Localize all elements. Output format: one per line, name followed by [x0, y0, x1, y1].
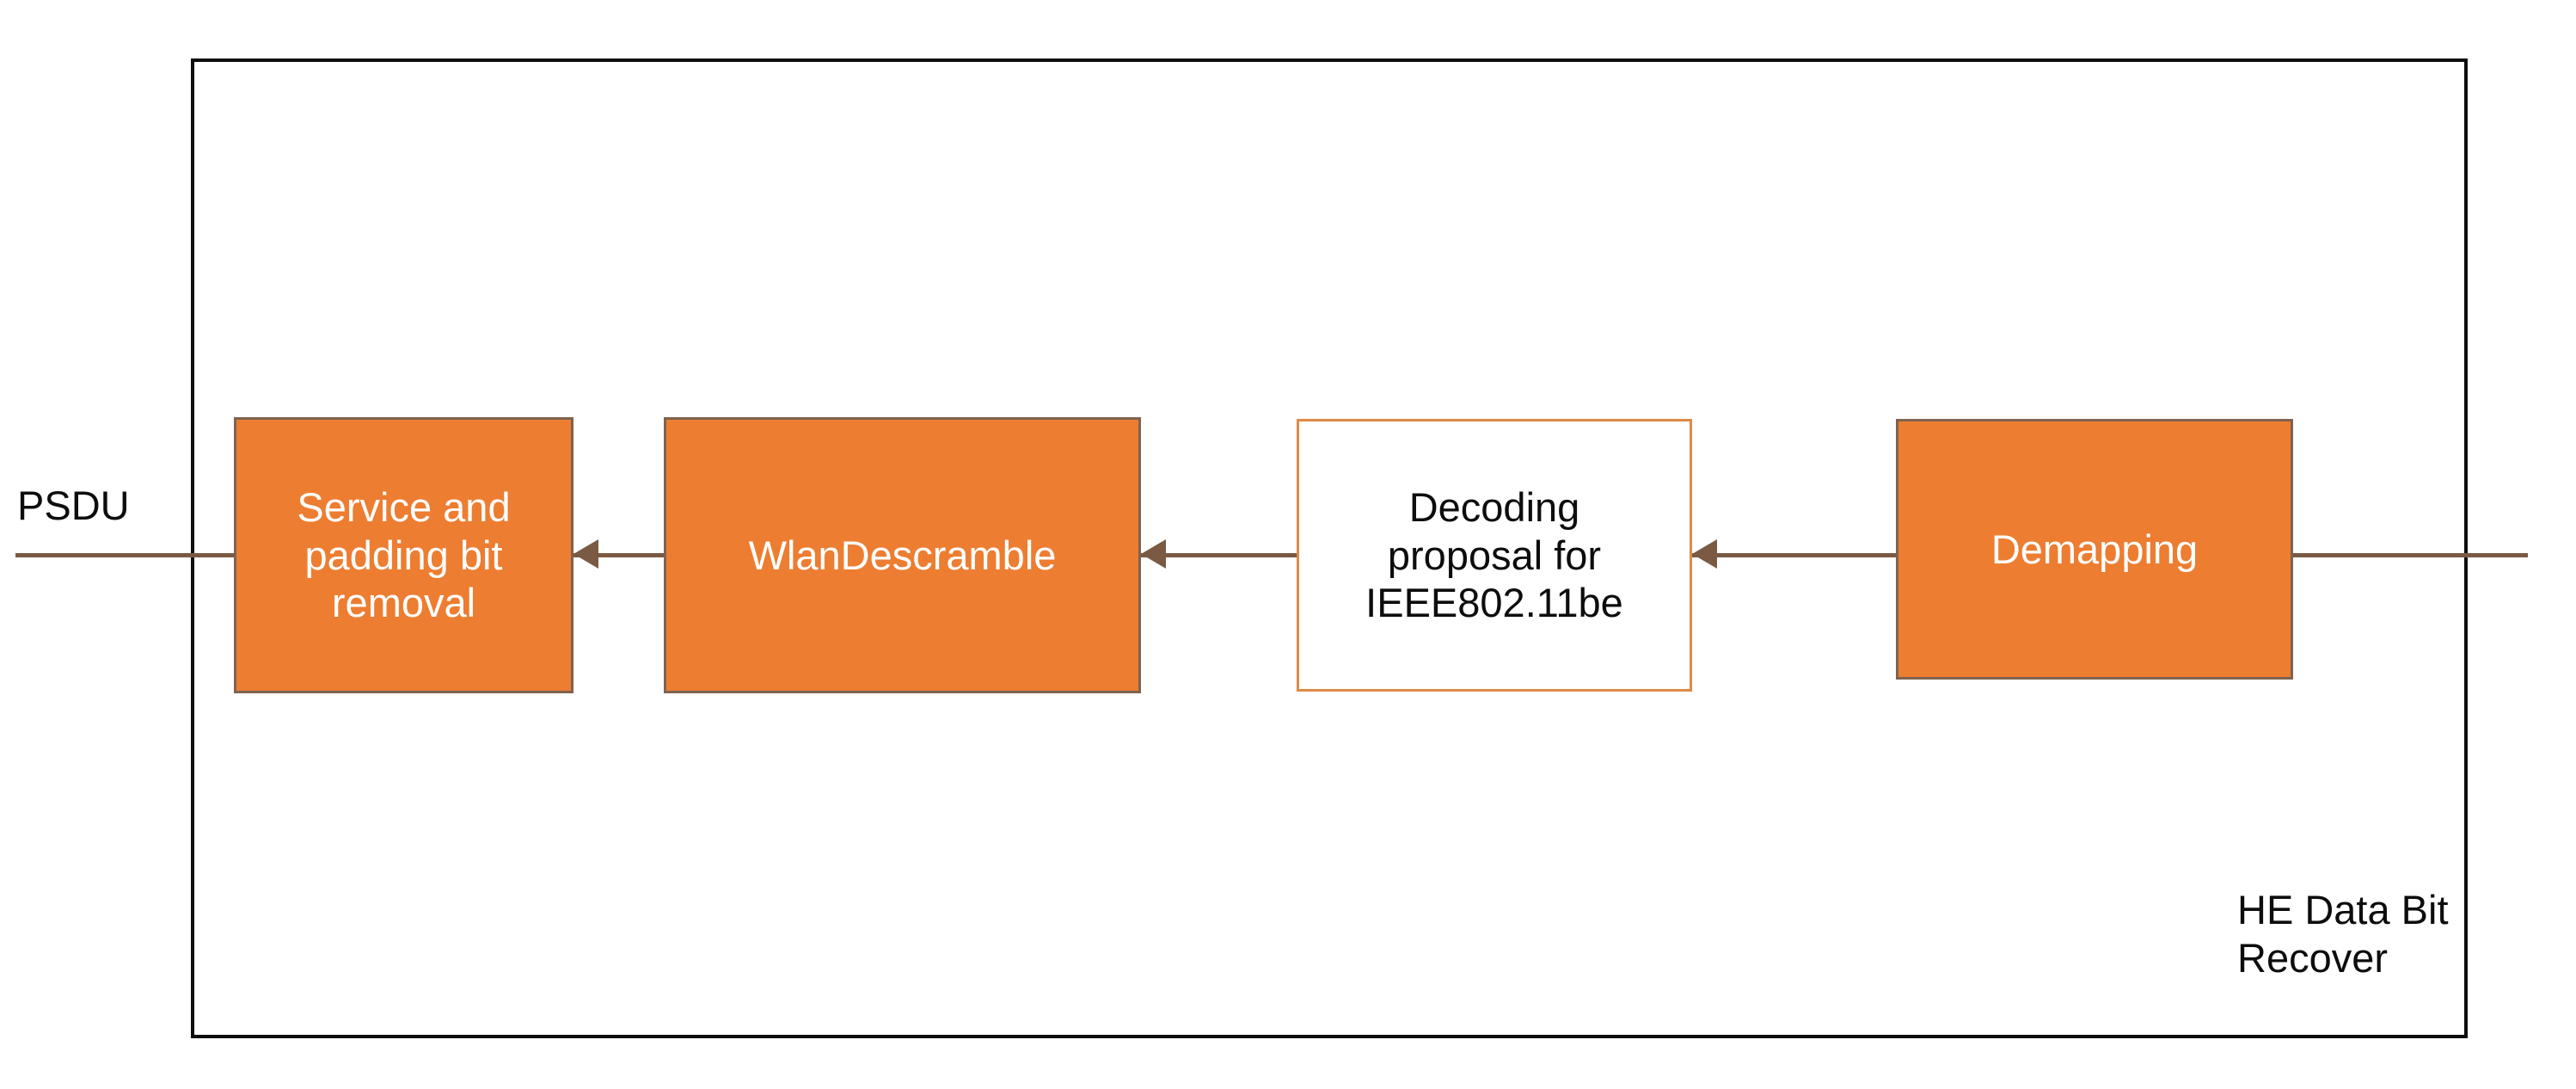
connector-descramble-to-service: [573, 553, 666, 557]
block-wlan-descramble[interactable]: WlanDescramble: [664, 417, 1141, 693]
label-he-data-bit-recover: HE Data Bit Recover: [2237, 887, 2449, 981]
block-service-and-padding-bit-removal[interactable]: Service and padding bit removal: [234, 417, 573, 693]
arrow-left-icon: [1141, 539, 1166, 569]
block-wlan-descramble-label: WlanDescramble: [748, 532, 1057, 578]
label-psdu: PSDU: [17, 483, 130, 528]
arrow-left-icon: [573, 539, 598, 569]
block-decoding-proposal[interactable]: Decoding proposal for IEEE802.11be: [1297, 419, 1692, 692]
connector-psdu-output: [15, 553, 236, 557]
arrow-left-icon: [1692, 539, 1717, 569]
block-service-and-padding-bit-removal-label: Service and padding bit removal: [297, 484, 511, 626]
block-demapping[interactable]: Demapping: [1896, 419, 2293, 680]
block-demapping-label: Demapping: [1990, 526, 2199, 572]
block-decoding-proposal-label: Decoding proposal for IEEE802.11be: [1365, 484, 1623, 626]
he-data-bit-recover-frame: [191, 58, 2468, 1038]
connector-input-to-demapping: [2293, 553, 2528, 557]
connector-decoding-to-descramble: [1141, 553, 1299, 557]
connector-demapping-to-decoding: [1692, 553, 1898, 557]
